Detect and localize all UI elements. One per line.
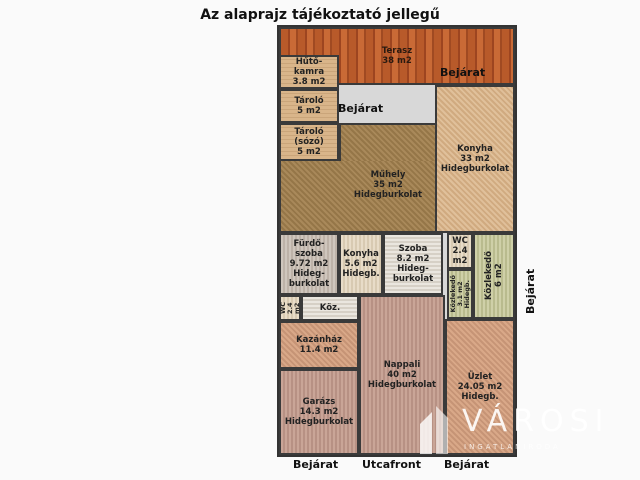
room-label: Garázs 14.3 m2 Hidegburkolat [284, 397, 354, 427]
room-uzlet: Üzlet 24.05 m2 Hidegb. [445, 319, 515, 455]
room-szoba: Szoba 8.2 m2 Hideg- burkolat [383, 233, 443, 295]
plan-title: Az alaprajz tájékoztató jellegű [200, 7, 440, 23]
room-label: Közlekedő 6 m2 [484, 251, 504, 301]
entrance-bottom-left: Bejárat [293, 458, 339, 471]
room-label: WC 2.4 m2 [452, 236, 468, 266]
room-tarolo-1: Tároló 5 m2 [279, 89, 339, 123]
entrance-right: Bejárat [524, 268, 537, 314]
room-furdo: Fürdő- szoba 9.72 m2 Hideg- burkolat [279, 233, 339, 295]
brand-watermark: VÁROSI INGATLANIRODA [418, 400, 628, 460]
room-konyha-small: Konyha 5.6 m2 Hidegb. [339, 233, 383, 295]
room-label: Üzlet 24.05 m2 Hidegb. [457, 372, 503, 402]
room-wc-left: WC 2.4 m2 [279, 295, 301, 321]
brand-name: VÁROSI [462, 404, 610, 439]
room-konyha-big: Konyha 33 m2 Hidegburkolat [435, 85, 515, 233]
room-kozlekedo: Közlekedő 6 m2 [473, 233, 515, 319]
room-garazs: Garázs 14.3 m2 Hidegburkolat [279, 369, 359, 455]
room-wc-top: WC 2.4 m2 [447, 233, 473, 269]
room-label: Közlekedő 3.1 m2 Hidegb. [448, 275, 471, 313]
room-muhely-main [279, 161, 437, 233]
room-hutokamra: Hűtő- kamra 3.8 m2 [279, 55, 339, 89]
room-label: Tároló 5 m2 [294, 96, 324, 116]
room-label: Kazánház 11.4 m2 [296, 335, 342, 355]
room-kazanhaz: Kazánház 11.4 m2 [279, 321, 359, 369]
room-label: Műhely 35 m2 Hidegburkolat [353, 170, 423, 200]
room-label: Hűtő- kamra 3.8 m2 [292, 57, 326, 87]
entrance-street: Utcafront [362, 458, 421, 471]
room-koz: Köz. [301, 295, 359, 321]
room-label: Konyha 5.6 m2 Hidegb. [342, 249, 380, 279]
brand-subtitle: INGATLANIRODA [464, 443, 561, 451]
entrance-muhely: Bejárat [338, 102, 384, 115]
room-label: Tároló (sózó) 5 m2 [294, 127, 324, 157]
room-label: Fürdő- szoba 9.72 m2 Hideg- burkolat [288, 239, 330, 289]
room-label: Nappali 40 m2 Hidegburkolat [367, 360, 437, 390]
room-kozlekedo-small: Közlekedő 3.1 m2 Hidegb. [447, 269, 473, 319]
entrance-bottom-right: Bejárat [444, 458, 490, 471]
room-label: Köz. [319, 303, 341, 313]
room-label: Konyha 33 m2 Hidegburkolat [440, 144, 510, 174]
room-tarolo-2: Tároló (sózó) 5 m2 [279, 123, 339, 161]
room-label: WC 2.4 m2 [278, 302, 301, 314]
brand-logo-icon [420, 406, 448, 454]
room-muhely-label-area: Műhely 35 m2 Hidegburkolat [339, 145, 437, 225]
room-label: Szoba 8.2 m2 Hideg- burkolat [392, 244, 434, 284]
room-label: Terasz 38 m2 [381, 46, 413, 66]
floor-plan: Terasz 38 m2 Hűtő- kamra 3.8 m2 Tároló 5… [277, 25, 517, 457]
entrance-terasz: Bejárat [440, 66, 486, 79]
